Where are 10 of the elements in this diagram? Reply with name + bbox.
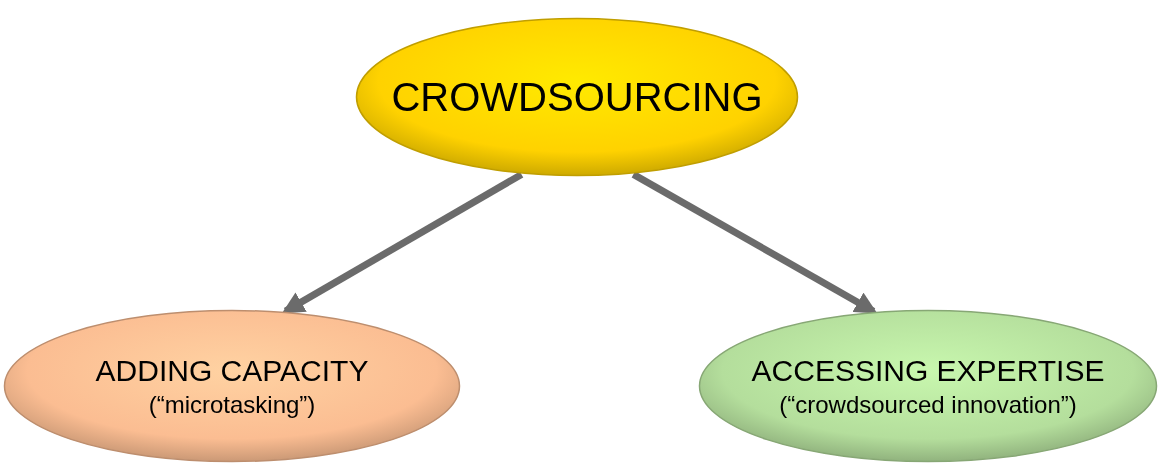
ellipse-node bbox=[3, 309, 461, 463]
node-subtitle: (“crowdsourced innovation”) bbox=[779, 389, 1077, 420]
arrow bbox=[631, 171, 878, 315]
node-title: ACCESSING EXPERTISE bbox=[751, 353, 1105, 390]
node-title: CROWDSOURCING bbox=[391, 74, 763, 121]
ellipse-node bbox=[698, 309, 1158, 463]
node-title: ADDING CAPACITY bbox=[95, 353, 369, 390]
arrow bbox=[281, 171, 524, 315]
ellipse-node bbox=[355, 17, 799, 177]
node-subtitle: (“microtasking”) bbox=[148, 389, 316, 420]
